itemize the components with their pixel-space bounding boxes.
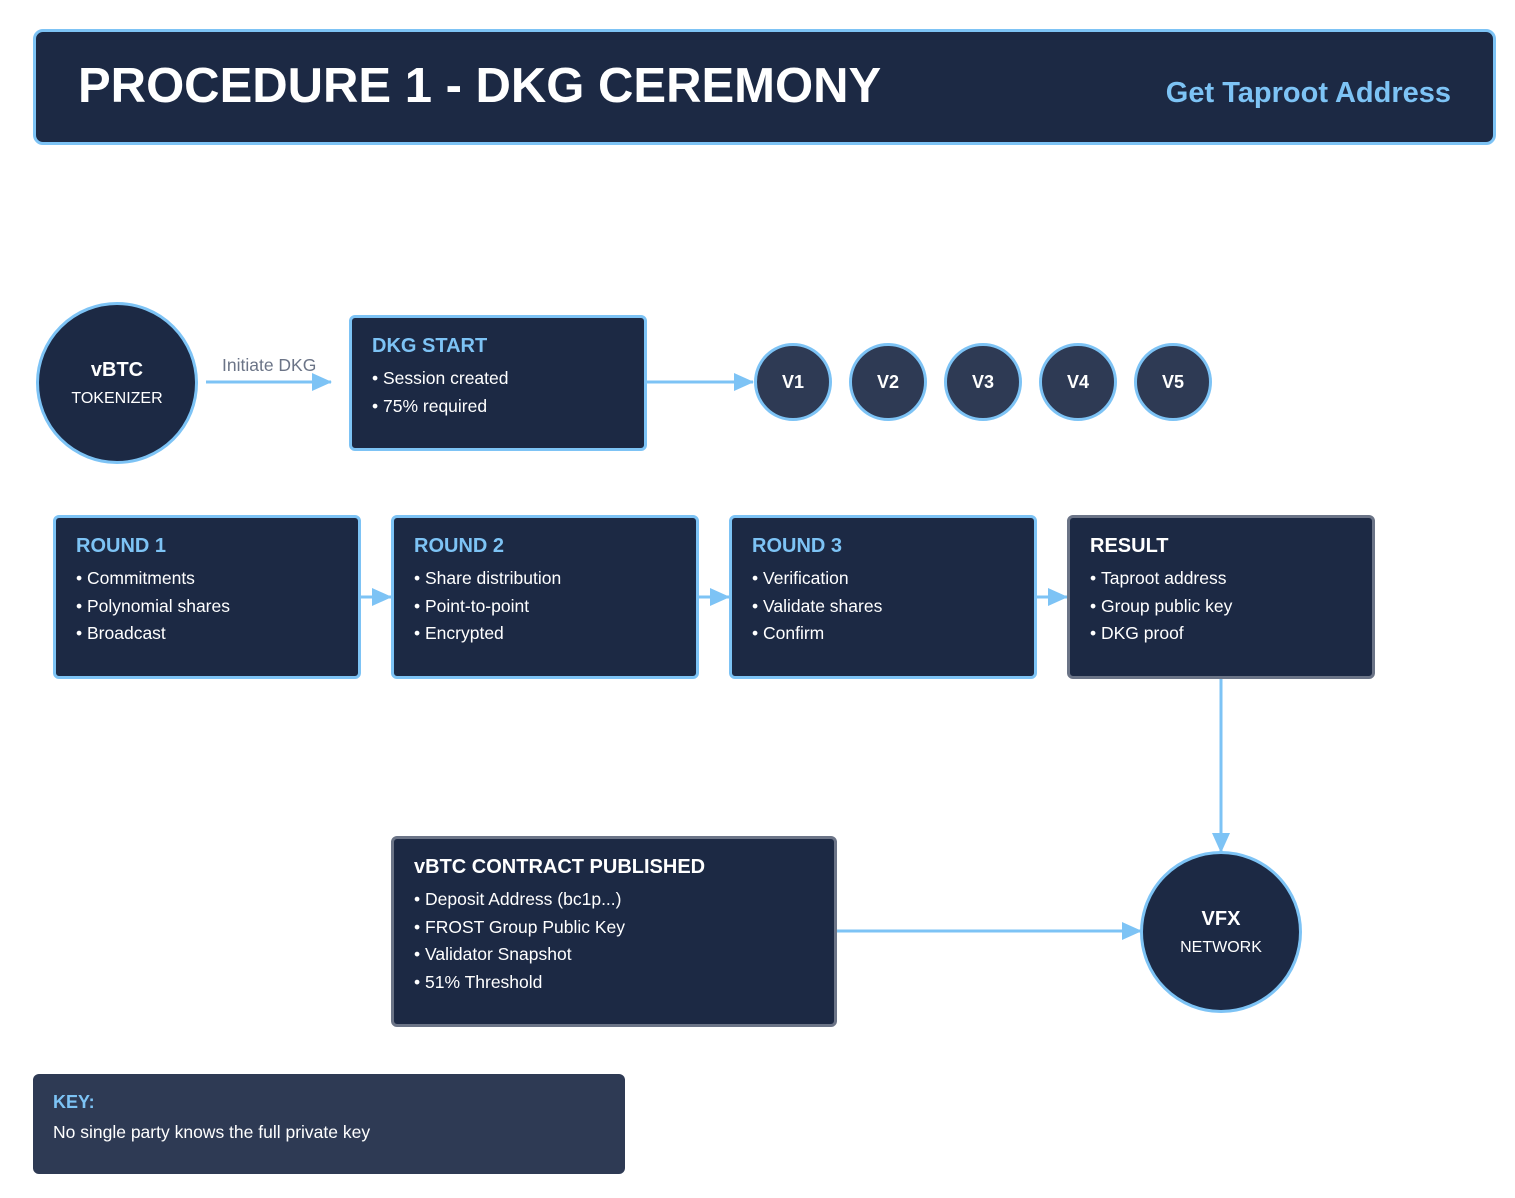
tokenizer-subtitle: TOKENIZER — [71, 389, 163, 407]
network-node: VFX NETWORK — [1140, 851, 1302, 1013]
validator-label: V5 — [1161, 371, 1185, 392]
contract-item: FROST Group Public Key — [414, 914, 814, 942]
round-3-title: ROUND 3 — [752, 535, 843, 557]
validator-node-v5: V5 — [1134, 343, 1212, 421]
result-box: RESULT Taproot address Group public key … — [1067, 515, 1375, 679]
network-title: VFX — [1201, 907, 1241, 930]
validator-label: V3 — [971, 371, 995, 392]
header-banner: PROCEDURE 1 - DKG CEREMONY Get Taproot A… — [33, 29, 1496, 145]
contract-published-box: vBTC CONTRACT PUBLISHED Deposit Address … — [391, 836, 837, 1027]
key-legend: KEY: No single party knows the full priv… — [33, 1074, 625, 1174]
tokenizer-node: vBTC TOKENIZER — [36, 302, 198, 464]
validator-node-v1: V1 — [754, 343, 832, 421]
contract-title: vBTC CONTRACT PUBLISHED — [414, 856, 706, 878]
round-2-box: ROUND 2 Share distribution Point-to-poin… — [391, 515, 699, 679]
round-1-item: Commitments — [76, 565, 338, 593]
contract-item: Validator Snapshot — [414, 941, 814, 969]
validator-label: V4 — [1066, 371, 1090, 392]
round-3-item: Validate shares — [752, 593, 1014, 621]
round-3-item: Verification — [752, 565, 1014, 593]
validator-label: V2 — [876, 371, 900, 392]
round-1-box: ROUND 1 Commitments Polynomial shares Br… — [53, 515, 361, 679]
page-title: PROCEDURE 1 - DKG CEREMONY — [78, 59, 882, 113]
dkg-start-item: Session created — [372, 365, 624, 393]
round-1-item: Broadcast — [76, 620, 338, 648]
round-1-title: ROUND 1 — [76, 535, 167, 557]
validator-node-v3: V3 — [944, 343, 1022, 421]
validator-label: V1 — [781, 371, 805, 392]
dkg-start-title: DKG START — [372, 335, 488, 357]
round-3-item: Confirm — [752, 620, 1014, 648]
contract-item: Deposit Address (bc1p...) — [414, 886, 814, 914]
validator-node-v4: V4 — [1039, 343, 1117, 421]
round-3-box: ROUND 3 Verification Validate shares Con… — [729, 515, 1037, 679]
key-text: No single party knows the full private k… — [53, 1122, 371, 1142]
result-item: Group public key — [1090, 593, 1352, 621]
dkg-start-box: DKG START Session created 75% required — [349, 315, 647, 451]
result-title: RESULT — [1090, 535, 1169, 557]
round-2-item: Share distribution — [414, 565, 676, 593]
result-item: Taproot address — [1090, 565, 1352, 593]
tokenizer-title: vBTC — [90, 358, 144, 381]
key-title: KEY: — [53, 1092, 95, 1112]
round-2-title: ROUND 2 — [414, 535, 505, 557]
contract-item: 51% Threshold — [414, 969, 814, 997]
round-1-item: Polynomial shares — [76, 593, 338, 621]
network-subtitle: NETWORK — [1180, 938, 1262, 956]
validator-node-v2: V2 — [849, 343, 927, 421]
initiate-dkg-label: Initiate DKG — [222, 355, 317, 375]
round-2-item: Point-to-point — [414, 593, 676, 621]
result-item: DKG proof — [1090, 620, 1352, 648]
round-2-item: Encrypted — [414, 620, 676, 648]
page-subtitle: Get Taproot Address — [1165, 77, 1451, 109]
dkg-start-item: 75% required — [372, 393, 624, 421]
